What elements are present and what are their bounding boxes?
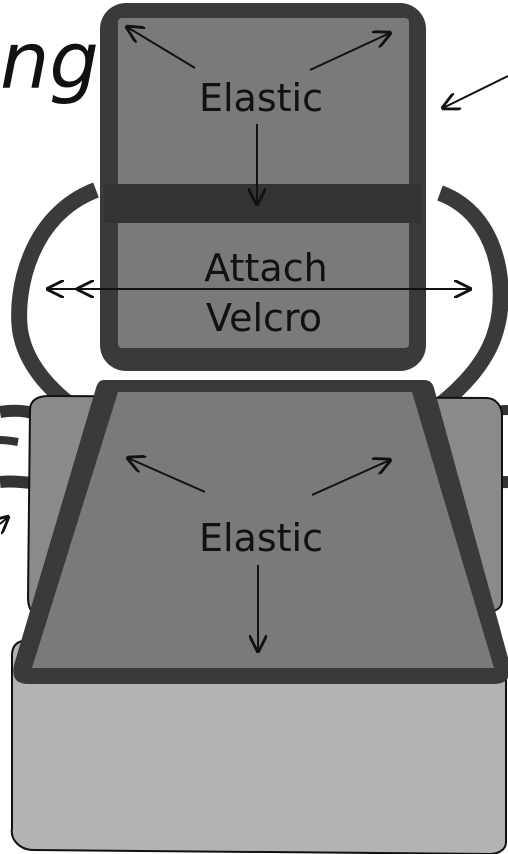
right-margin-arrow <box>443 75 508 108</box>
backrest-panel <box>118 18 409 348</box>
left-margin-arrow <box>0 517 8 524</box>
left-side-loop <box>11 182 100 427</box>
backrest-arrow-up-right <box>309 33 390 71</box>
left-edge-strap-extra <box>0 436 19 446</box>
heading-fragment: ng <box>0 17 99 107</box>
backrest-arrow-up-left <box>127 27 196 69</box>
right-side-loop <box>434 185 508 412</box>
seat-elastic-label: Elastic <box>199 516 323 560</box>
seat-arrow-up-left <box>128 458 206 493</box>
seat-arrow-up-right <box>311 460 390 496</box>
velcro-label: Velcro <box>206 296 322 340</box>
backrest-strap <box>104 184 421 223</box>
backrest-elastic-label: Elastic <box>199 76 323 120</box>
attach-label: Attach <box>204 246 327 290</box>
